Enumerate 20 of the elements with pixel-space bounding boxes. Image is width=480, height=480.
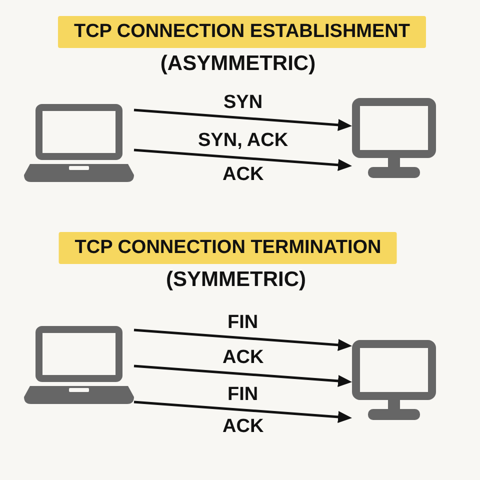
arrow bbox=[134, 364, 352, 387]
arrow bbox=[134, 400, 352, 423]
edge-label: FIN bbox=[228, 312, 258, 333]
monitor-icon bbox=[352, 98, 436, 178]
edge-label: ACK bbox=[222, 348, 264, 368]
section-heading: TCP CONNECTION ESTABLISHMENT bbox=[58, 16, 426, 48]
section-subtitle: (SYMMETRIC) bbox=[166, 268, 306, 292]
edge-label: SYN bbox=[224, 92, 263, 113]
monitor-icon bbox=[352, 340, 436, 420]
laptop-icon bbox=[24, 104, 134, 182]
message-label: ACK bbox=[222, 416, 264, 436]
laptop-icon bbox=[24, 326, 134, 404]
arrow bbox=[134, 108, 352, 131]
section-heading: TCP CONNECTION TERMINATION bbox=[58, 232, 398, 264]
arrow bbox=[134, 148, 352, 171]
section-subtitle: (ASYMMETRIC) bbox=[160, 52, 316, 76]
arrow bbox=[134, 328, 352, 351]
edge-label: FIN bbox=[228, 384, 258, 405]
message-label: ACK bbox=[222, 164, 264, 184]
edge-label: SYN, ACK bbox=[198, 130, 288, 151]
